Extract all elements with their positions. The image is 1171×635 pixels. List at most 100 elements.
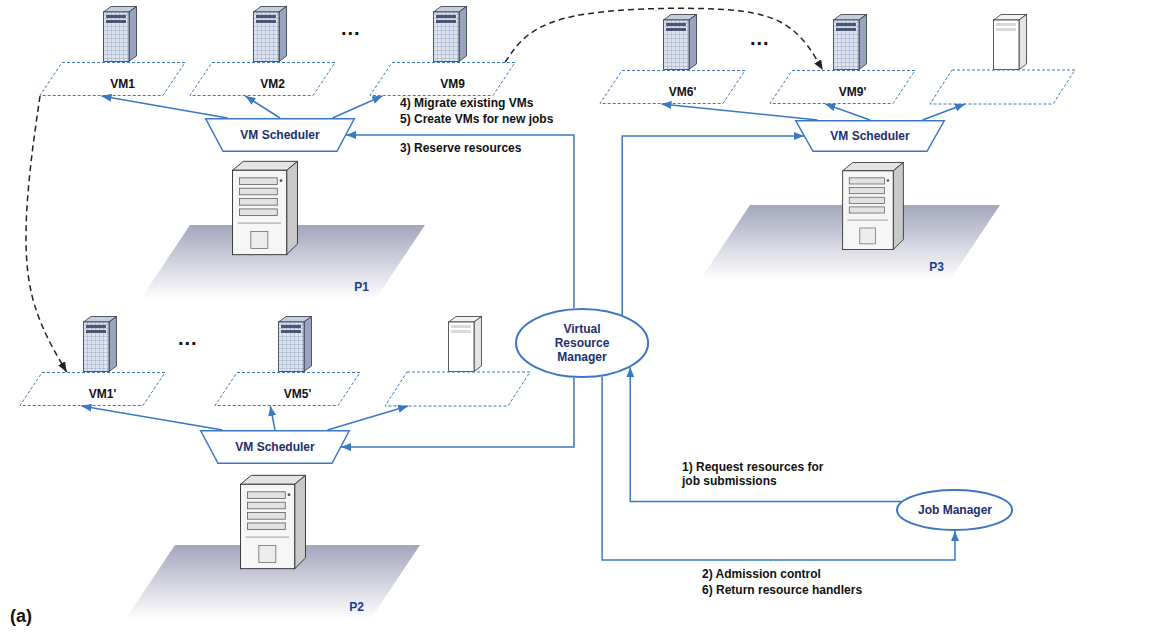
create-arrow bbox=[328, 406, 409, 430]
scheduler-outline bbox=[206, 119, 355, 152]
node-text: VM9 bbox=[440, 77, 465, 91]
vm-server-icon bbox=[834, 15, 867, 70]
connector-arrow bbox=[622, 136, 804, 315]
node-text: P2 bbox=[349, 600, 364, 614]
text-group: VM Scheduler bbox=[830, 129, 909, 143]
vm-scheduler: VM Scheduler bbox=[200, 430, 350, 464]
vm-server-icon bbox=[254, 7, 287, 62]
text-group: Virtual Resource Manager bbox=[539, 322, 625, 364]
node-text: P3 bbox=[929, 260, 944, 274]
step-label: 2) Admission control bbox=[700, 567, 823, 581]
node-text: VM9' bbox=[839, 85, 867, 99]
physical-servers bbox=[232, 161, 903, 568]
node-text: VM6' bbox=[669, 85, 697, 99]
slot-outline bbox=[190, 63, 335, 96]
vm-slot: VM5' bbox=[215, 372, 360, 406]
connector-arrow bbox=[346, 135, 574, 308]
edge-label-box: 2) Admission control bbox=[700, 567, 823, 581]
free-server-icon bbox=[994, 15, 1027, 70]
node-text: VM1' bbox=[89, 387, 117, 401]
vm-slot: VM9' bbox=[770, 70, 915, 104]
label-box: 4) Migrate existing VMs bbox=[398, 96, 535, 110]
label-box: 5) Create VMs for new jobs bbox=[398, 112, 555, 126]
step-label: 1) Request resources for job submissions bbox=[680, 460, 840, 488]
host-platform: P2 bbox=[125, 545, 420, 620]
step-label: 4) Migrate existing VMs bbox=[398, 96, 535, 110]
create-arrow bbox=[923, 104, 966, 120]
edge-label-box: 1) Request resources for job submissions bbox=[680, 460, 840, 488]
vm-scheduler: VM Scheduler bbox=[795, 120, 945, 152]
node-text: VM Scheduler bbox=[240, 128, 319, 142]
node-text: VM5' bbox=[284, 387, 312, 401]
text-group: VM Scheduler bbox=[240, 128, 319, 142]
vm-server-icon bbox=[279, 317, 312, 372]
ellipsis: ... bbox=[176, 328, 200, 348]
node-text: P1 bbox=[354, 280, 369, 294]
vm-server-icon bbox=[434, 7, 467, 62]
connector-arrow bbox=[630, 367, 901, 501]
manager-ellipse: Virtual Resource Manager bbox=[515, 308, 649, 378]
migration-arrow bbox=[26, 96, 67, 372]
connector-arrow bbox=[602, 376, 955, 560]
node-text: VM Scheduler bbox=[235, 440, 314, 454]
step-label: 3) Reserve resources bbox=[398, 141, 523, 155]
free-vm-slot bbox=[930, 70, 1075, 104]
text-group: VM9' bbox=[839, 85, 867, 99]
scheduler-outline bbox=[796, 121, 945, 152]
free-server-icon bbox=[449, 317, 482, 372]
text-group: P3 bbox=[929, 260, 944, 274]
label-box: ... bbox=[176, 328, 200, 348]
text-group: VM1' bbox=[89, 387, 117, 401]
edge-label-box: 3) Reserve resources bbox=[398, 141, 523, 155]
node-text: Virtual Resource Manager bbox=[539, 322, 625, 364]
text-group: VM2 bbox=[260, 77, 285, 91]
connectors bbox=[26, 8, 955, 560]
physical-server-icon bbox=[240, 475, 305, 568]
connector-arrow bbox=[270, 406, 275, 430]
step-label: 5) Create VMs for new jobs bbox=[398, 112, 555, 126]
connector-arrow bbox=[662, 104, 818, 120]
node-text: VM Scheduler bbox=[830, 129, 909, 143]
connector-arrow bbox=[102, 96, 228, 118]
text-group: P1 bbox=[354, 280, 369, 294]
host-platform: P1 bbox=[140, 225, 425, 300]
text-group: VM5' bbox=[284, 387, 312, 401]
physical-server-icon bbox=[843, 162, 904, 249]
ellipsis: ... bbox=[748, 28, 772, 48]
vm-slot: VM1 bbox=[40, 62, 185, 96]
connector-arrow bbox=[82, 406, 223, 430]
label-box: 6) Return resource handlers bbox=[700, 583, 864, 597]
free-vm-slot bbox=[385, 372, 530, 406]
host-platform: P3 bbox=[700, 205, 1000, 280]
free-slots bbox=[328, 70, 1076, 430]
scheduler-outline bbox=[201, 431, 350, 464]
text-group: VM Scheduler bbox=[235, 440, 314, 454]
vm-slot: VM9 bbox=[370, 62, 515, 96]
label-box: ... bbox=[748, 28, 772, 48]
slot-outline bbox=[20, 373, 165, 406]
host-floors bbox=[125, 205, 1000, 620]
figure-label: (a) bbox=[8, 606, 34, 626]
slot-outline bbox=[40, 63, 185, 96]
vm-scheduler: VM Scheduler bbox=[205, 118, 355, 152]
vm-server-icon bbox=[664, 15, 697, 70]
label-box: ... bbox=[339, 18, 363, 38]
text-group: VM6' bbox=[669, 85, 697, 99]
text-group: Job Manager bbox=[918, 503, 992, 517]
connector-arrow bbox=[245, 96, 280, 118]
physical-server-icon bbox=[232, 161, 297, 254]
connector-arrow bbox=[825, 104, 870, 120]
text-group: VM9 bbox=[440, 77, 465, 91]
connector-arrow bbox=[341, 378, 574, 447]
slot-outline bbox=[770, 71, 915, 104]
text-group: P2 bbox=[349, 600, 364, 614]
vm-slot: VM2 bbox=[190, 62, 335, 96]
vm-slot: VM6' bbox=[600, 70, 745, 104]
vm-server-icon bbox=[104, 7, 137, 62]
ellipse-outline bbox=[516, 309, 648, 377]
node-text: Job Manager bbox=[918, 503, 992, 517]
slot-outline bbox=[600, 71, 745, 104]
slot-outline bbox=[370, 63, 515, 96]
migration-arrow bbox=[505, 8, 823, 70]
label-box: (a) bbox=[8, 606, 34, 626]
